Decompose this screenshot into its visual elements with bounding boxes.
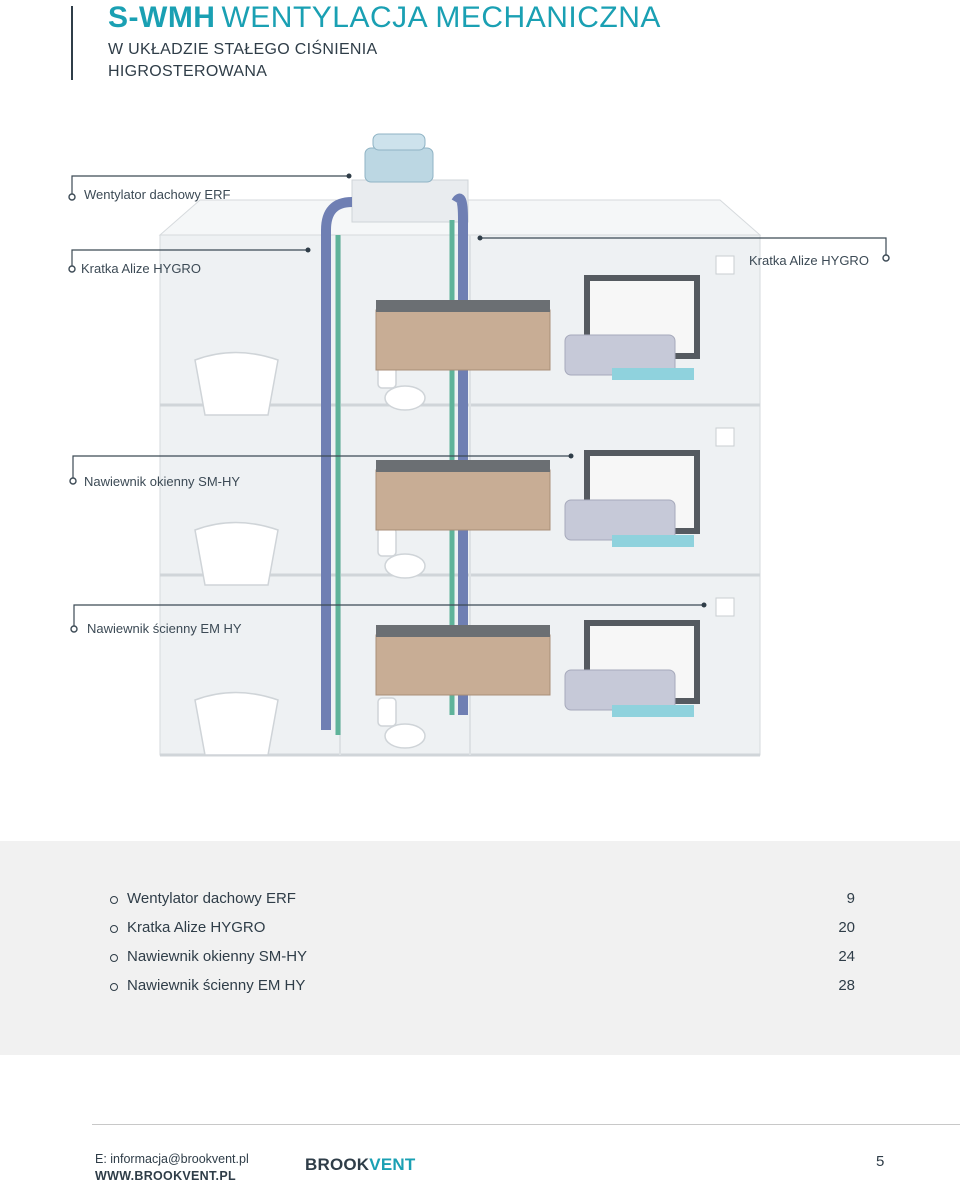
legend-panel: Wentylator dachowy ERF 9 Kratka Alize HY…: [0, 841, 960, 1055]
callout-fan: Wentylator dachowy ERF: [84, 187, 231, 202]
building-drawing: [68, 133, 890, 757]
legend-page: 24: [838, 948, 855, 965]
legend-label: Kratka Alize HYGRO: [127, 919, 266, 936]
header-rule: [71, 6, 73, 80]
legend-row: Kratka Alize HYGRO 20: [110, 918, 855, 942]
legend-page: 9: [846, 890, 855, 907]
callout-grille-right: Kratka Alize HYGRO: [749, 253, 869, 268]
legend-label: Nawiewnik ścienny EM HY: [127, 977, 306, 994]
subtitle-line-2: HIGROSTEROWANA: [108, 63, 268, 80]
callout-grille-left: Kratka Alize HYGRO: [81, 261, 201, 276]
legend-page: 20: [838, 919, 855, 936]
bullet-icon: [110, 983, 118, 991]
footer-email: E: informacja@brookvent.pl: [95, 1152, 249, 1166]
page-subtitle: W UKŁADZIE STAŁEGO CIŚNIENIA HIGROSTEROW…: [108, 39, 378, 83]
title-text: WENTYLACJA MECHANICZNA: [221, 1, 661, 34]
legend-label: Nawiewnik okienny SM-HY: [127, 948, 308, 965]
bullet-icon: [110, 954, 118, 962]
legend-label: Wentylator dachowy ERF: [127, 890, 296, 907]
callout-wall-inlet: Nawiewnik ścienny EM HY: [87, 621, 242, 636]
legend-row: Nawiewnik okienny SM-HY 24: [110, 947, 855, 971]
legend-page: 28: [838, 977, 855, 994]
brookvent-logo: BROOKVENT: [305, 1155, 416, 1174]
footer-divider: [92, 1124, 960, 1125]
building-illustration: Wentylator dachowy ERF Kratka Alize HYGR…: [0, 120, 960, 800]
subtitle-line-1: W UKŁADZIE STAŁEGO CIŚNIENIA: [108, 41, 378, 58]
page-number: 5: [876, 1153, 885, 1170]
system-code: S-WMH: [108, 1, 216, 34]
callout-window-inlet: Nawiewnik okienny SM-HY: [84, 474, 241, 489]
bullet-icon: [110, 896, 118, 904]
legend-row: Nawiewnik ścienny EM HY 28: [110, 976, 855, 1000]
legend-row: Wentylator dachowy ERF 9: [110, 889, 855, 913]
footer-website: WWW.BROOKVENT.PL: [95, 1169, 236, 1183]
bullet-icon: [110, 925, 118, 933]
